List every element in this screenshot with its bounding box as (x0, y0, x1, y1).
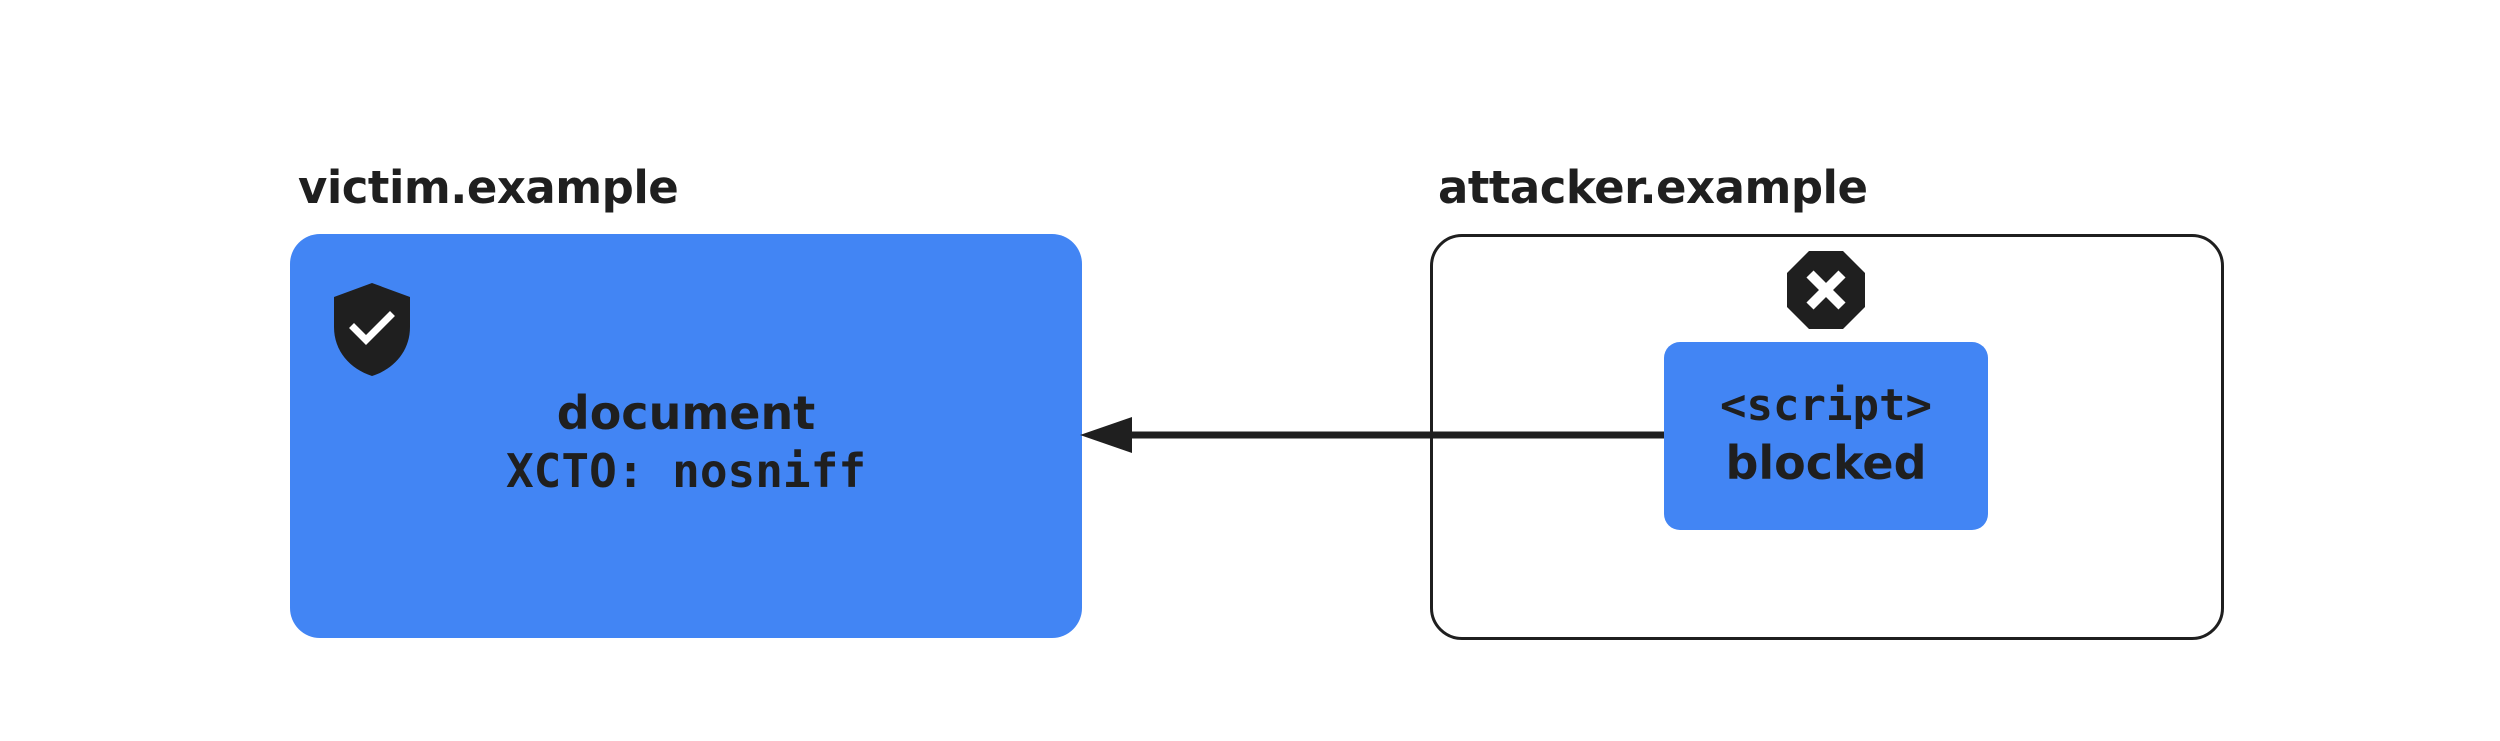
request-arrow (1080, 417, 1670, 453)
document-title: document (556, 386, 816, 440)
shield-check-icon (334, 283, 410, 376)
script-tag-label: <script> (1720, 380, 1932, 431)
victim-document-text: document XCTO: nosniff (290, 384, 1082, 500)
victim-origin-label: victim.example (298, 161, 679, 214)
script-status-label: blocked (1725, 436, 1927, 490)
attacker-origin-label: attacker.example (1438, 161, 1868, 214)
blocked-icon (1787, 251, 1865, 329)
script-resource-box: <script> blocked (1664, 342, 1988, 530)
victim-document-box: document XCTO: nosniff (290, 234, 1082, 638)
xcto-header: XCTO: nosniff (505, 444, 867, 498)
